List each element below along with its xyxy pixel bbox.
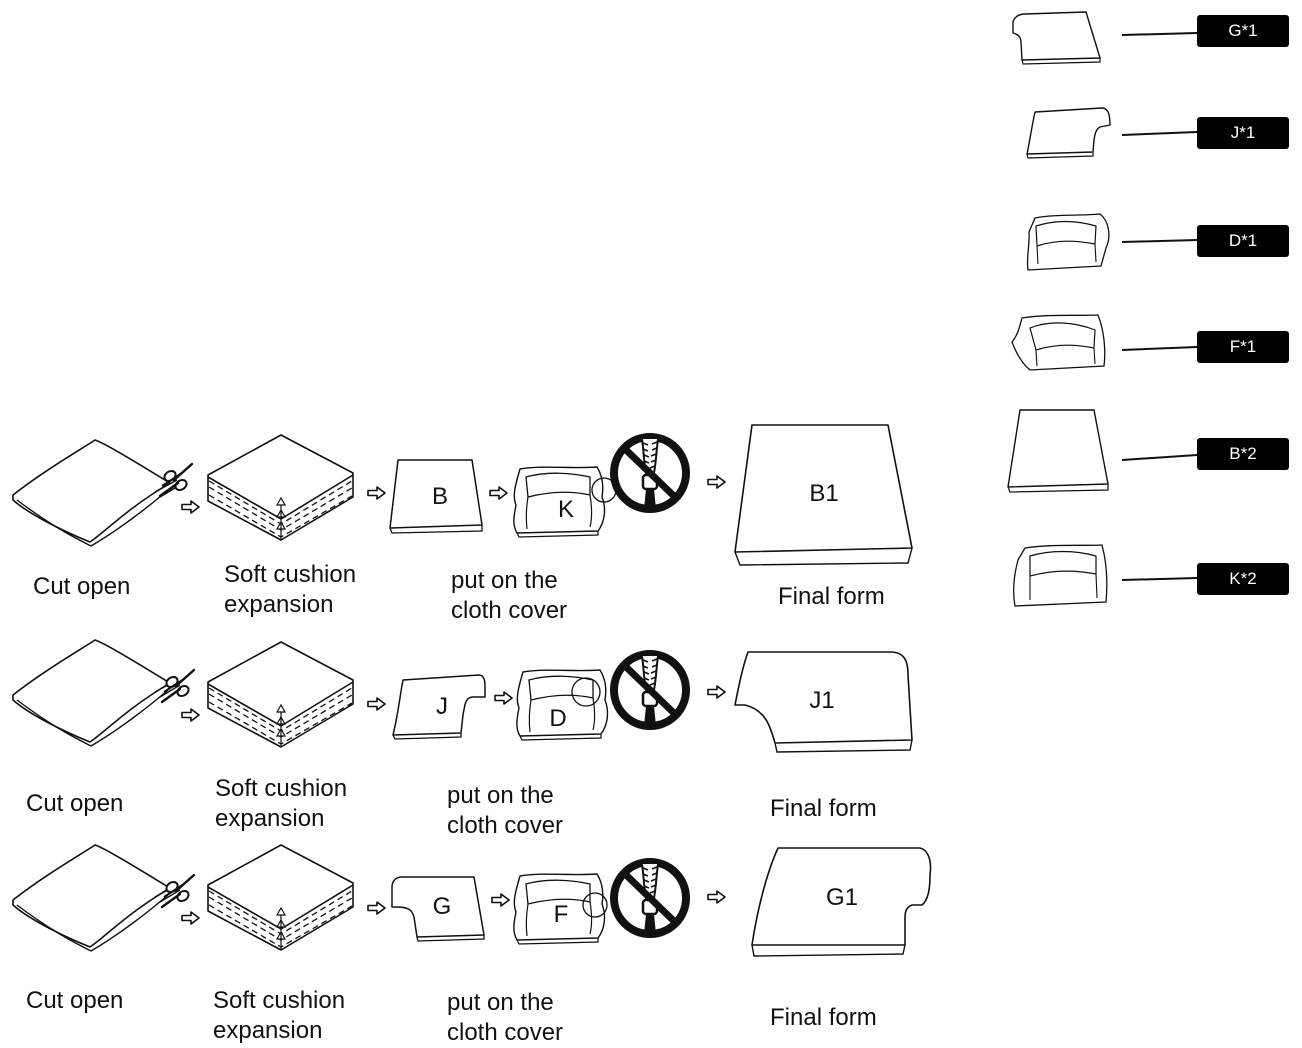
arrow-icon xyxy=(181,911,200,925)
step-label-expand: Soft cushion expansion xyxy=(224,561,357,618)
part-tag-f: F*1 xyxy=(1197,331,1289,363)
flat-cushion-2 xyxy=(12,639,181,747)
part-j-icon xyxy=(1026,107,1111,159)
piece-label-j: J xyxy=(436,693,448,720)
expanded-cushion-3 xyxy=(207,844,354,951)
arrow-icon xyxy=(367,486,386,500)
part-k-icon xyxy=(1012,544,1108,607)
expanded-cushion-1 xyxy=(207,434,354,541)
row-3 xyxy=(12,844,932,957)
step-label-cover: put on the cloth cover xyxy=(447,989,564,1046)
arrow-icon xyxy=(367,697,386,711)
arrow-icon xyxy=(181,500,200,514)
parts-list xyxy=(1007,11,1198,607)
piece-label-b: B xyxy=(432,483,448,510)
row-1 xyxy=(12,424,913,566)
step-label-final: Final form xyxy=(770,1004,877,1031)
step-label-cover: put on the cloth cover xyxy=(451,567,568,624)
step-label-cut: Cut open xyxy=(33,573,131,600)
arrow-icon xyxy=(489,486,508,500)
final-form-j1 xyxy=(734,651,913,753)
no-zipper-icon xyxy=(614,862,686,934)
piece-label-b1: B1 xyxy=(809,480,838,507)
expanded-cushion-2 xyxy=(207,641,354,748)
no-zipper-icon xyxy=(614,437,686,509)
arrow-icon xyxy=(494,691,513,705)
arrow-icon xyxy=(491,893,510,907)
arrow-icon xyxy=(367,901,386,915)
arrow-icon xyxy=(181,708,200,722)
step-label-cover: put on the cloth cover xyxy=(447,782,564,839)
piece-label-g1: G1 xyxy=(826,884,858,911)
piece-label-j1: J1 xyxy=(809,687,834,714)
part-tag-j: J*1 xyxy=(1197,117,1289,149)
row-2 xyxy=(12,639,913,753)
final-form-b1 xyxy=(734,424,913,566)
part-tag-g: G*1 xyxy=(1197,15,1289,47)
part-g-icon xyxy=(1012,11,1101,65)
piece-label-f: F xyxy=(554,901,569,928)
step-label-final: Final form xyxy=(770,795,877,822)
part-f-icon xyxy=(1011,314,1106,371)
piece-label-d: D xyxy=(549,705,566,732)
part-tag-k: K*2 xyxy=(1197,563,1289,595)
no-zipper-icon xyxy=(614,654,686,726)
part-b-icon xyxy=(1007,409,1109,493)
final-form-g1 xyxy=(751,847,932,957)
piece-label-g: G xyxy=(433,893,452,920)
step-label-expand: Soft cushion expansion xyxy=(213,987,346,1044)
arrow-icon xyxy=(707,890,726,904)
step-label-cut: Cut open xyxy=(26,790,124,817)
part-tag-b: B*2 xyxy=(1197,438,1289,470)
flat-cushion-1 xyxy=(12,439,181,547)
step-label-cut: Cut open xyxy=(26,987,124,1014)
flat-cushion-3 xyxy=(12,844,181,952)
piece-label-k: K xyxy=(558,496,574,523)
step-label-final: Final form xyxy=(778,583,885,610)
arrow-icon xyxy=(707,475,726,489)
arrow-icon xyxy=(707,685,726,699)
part-tag-d: D*1 xyxy=(1197,225,1289,257)
part-d-icon xyxy=(1026,213,1110,271)
step-label-expand: Soft cushion expansion xyxy=(215,775,348,832)
